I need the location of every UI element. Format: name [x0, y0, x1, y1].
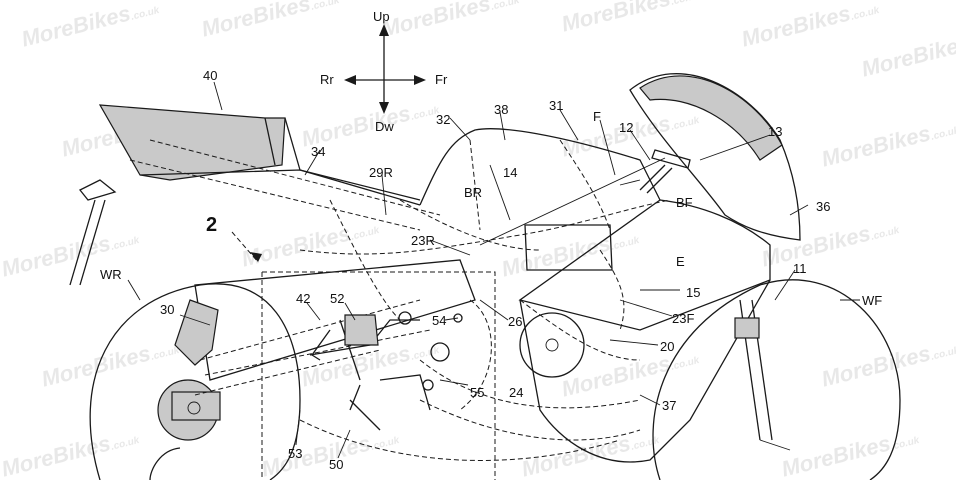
part-label-54: 54 [432, 313, 447, 328]
part-label-30: 30 [160, 302, 175, 317]
part-label-42: 42 [296, 291, 311, 306]
region-label-e: E [676, 254, 685, 269]
fuel-tank [299, 128, 661, 231]
rear-wheel [89, 283, 301, 480]
part-label-31: 31 [549, 98, 564, 113]
direction-down-label: Dw [375, 119, 394, 134]
region-label-br: BR [464, 185, 483, 200]
detail-region-2 [231, 231, 496, 480]
part-label-15: 15 [686, 285, 701, 300]
part-label-37: 37 [662, 398, 677, 413]
front-fairing [518, 73, 801, 463]
part-label-24: 24 [509, 385, 524, 400]
figure-number: 2 [206, 214, 218, 236]
swingarm [174, 259, 476, 396]
part-label-55: 55 [470, 385, 485, 400]
part-label-12: 12 [619, 120, 634, 135]
part-label-20: 20 [660, 339, 675, 354]
direction-rear-label: Rr [320, 72, 334, 87]
part-label-11: 11 [793, 261, 807, 276]
part-label-13: 13 [768, 124, 783, 139]
part-label-29r: 29R [369, 165, 393, 180]
part-label-26: 26 [508, 314, 523, 329]
brake-linkage [309, 311, 463, 431]
engine [299, 299, 641, 461]
part-label-38: 38 [494, 102, 509, 117]
region-label-f: F [593, 109, 601, 124]
handlebar [639, 149, 691, 194]
region-label-wf: WF [862, 293, 883, 308]
part-label-50: 50 [329, 457, 344, 472]
region-label-wr: WR [100, 267, 122, 282]
front-wheel [652, 279, 901, 480]
direction-front-label: Fr [435, 72, 448, 87]
part-label-32: 32 [436, 112, 451, 127]
part-label-23f: 23F [672, 311, 695, 326]
direction-indicator [344, 24, 426, 114]
part-label-23r: 23R [411, 233, 435, 248]
direction-up-label: Up [373, 9, 390, 24]
part-label-40: 40 [203, 68, 218, 83]
part-label-34: 34 [311, 144, 326, 159]
leader-lines [127, 81, 860, 459]
part-label-52: 52 [330, 291, 345, 306]
part-label-53: 53 [288, 446, 303, 461]
part-label-14: 14 [503, 165, 518, 180]
region-label-bf: BF [676, 195, 693, 210]
brake-cables [299, 139, 671, 331]
part-label-36: 36 [816, 199, 831, 214]
